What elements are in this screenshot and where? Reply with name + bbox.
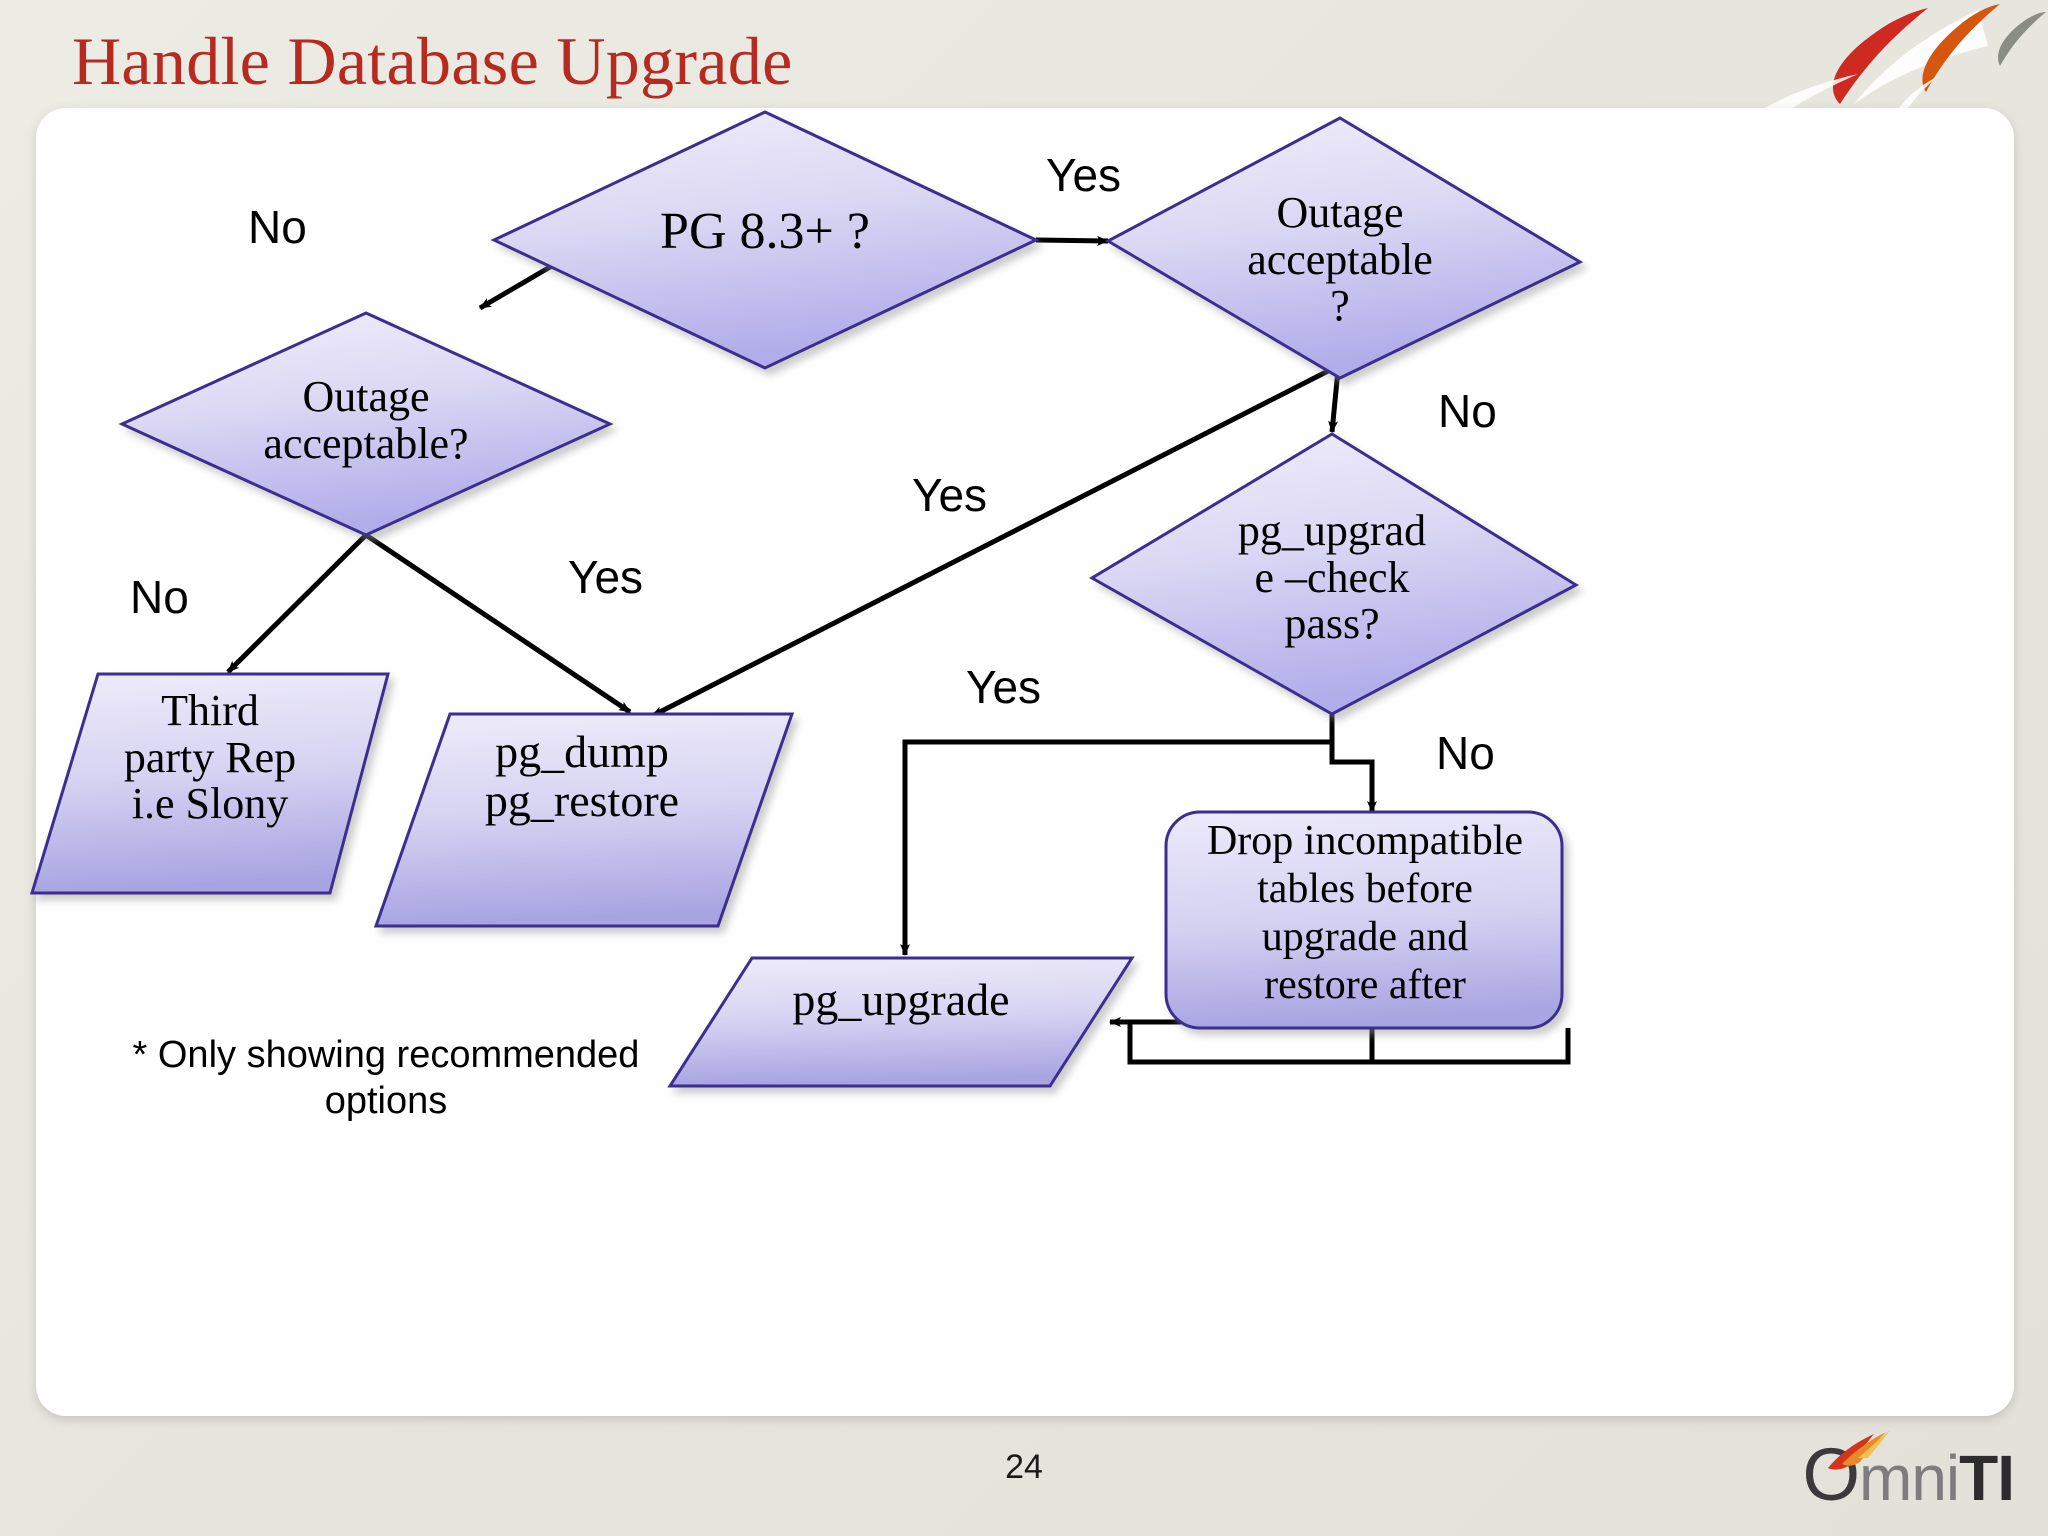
data-pgdump-pgrestore-label: pg_dump pg_restore [484,726,680,826]
data-pgupgrade-label: pg_upgrade [792,974,1010,1025]
logo-text-mni: mni [1859,1442,1960,1514]
edge-label-yes-check: Yes [966,661,1042,713]
edge-label-no-pg83: No [248,201,307,253]
edge-label-yes-pg83: Yes [1046,149,1122,201]
decision-outage-acceptable-left-label: Outage acceptable? [263,372,469,468]
edge-label-no-check: No [1436,727,1495,779]
footnote-text: * Only showing recommended options [132,1034,640,1123]
edge-label-no-outage-right: No [1438,385,1497,437]
logo-text-ti: TI [1959,1442,2015,1514]
process-drop-incompatible-tables-label: Drop incompatible tables before upgrade … [1206,818,1524,1008]
edge-label-yes-outage-left: Yes [568,551,644,603]
page-number: 24 [1005,1448,1043,1486]
edge-label-yes-outage-right: Yes [912,469,988,521]
flame-icon [1828,1430,1891,1470]
omniti-logo: O mni TI [1802,1430,2015,1518]
edge-label-no-outage-left: No [130,571,189,623]
decision-outage-acceptable-right-label: Outage acceptable ? [1247,188,1433,331]
decision-pg83-label: PG 8.3+ ? [660,203,870,260]
data-third-party-rep-label: Third party Rep i.e Slony [123,686,297,829]
slide-title: Handle Database Upgrade [72,23,793,99]
decision-pgupgrade-check-label: pg_upgrad e –check pass? [1237,506,1427,649]
